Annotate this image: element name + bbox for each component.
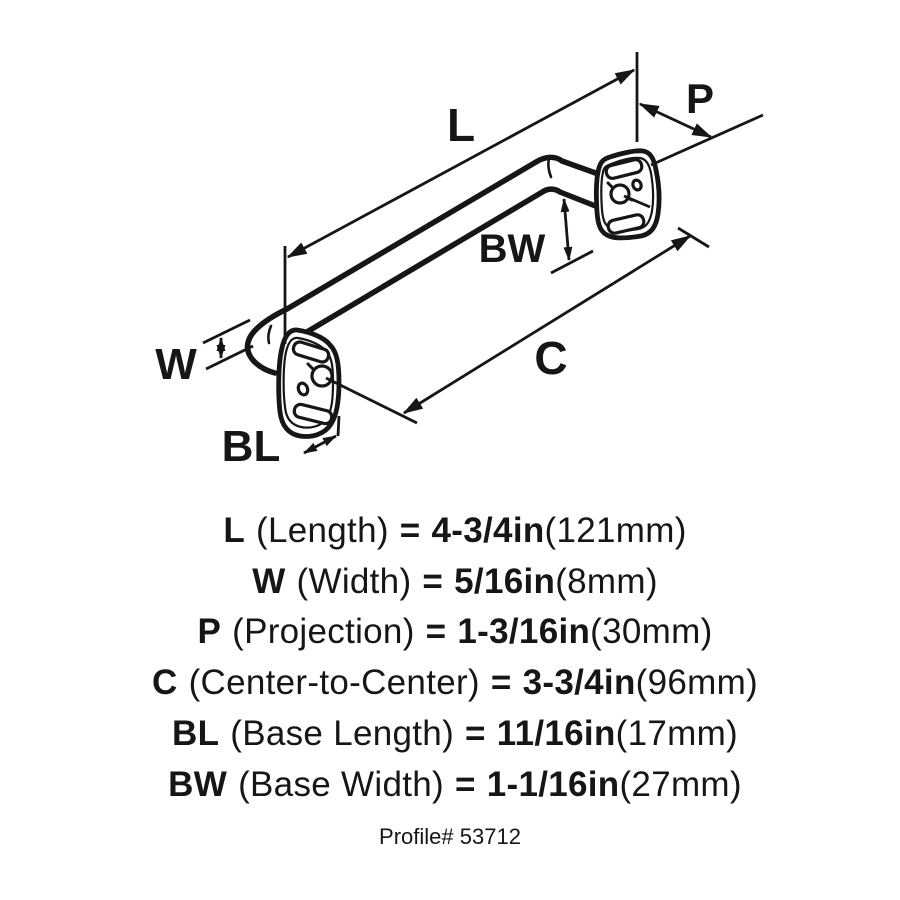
spec-value-imperial: 11/16in	[496, 713, 616, 753]
spec-value-metric: (121mm)	[544, 511, 687, 550]
spec-row-length: L (Length) = 4-3/4in(121mm)	[10, 506, 900, 557]
center-extension-line-right	[677, 226, 710, 249]
handle-left-bend-outer	[244, 306, 290, 376]
spec-name: (Center-to-Center)	[188, 663, 480, 703]
dimension-width: W	[155, 318, 254, 389]
dimension-length: L	[283, 52, 639, 344]
spec-row-width: W(Width)=5/16in(8mm)	[10, 557, 900, 608]
spec-name: (Base Width)	[238, 764, 444, 804]
spec-value-imperial: 1-1/16in	[486, 764, 620, 804]
spec-abbr: C	[152, 663, 178, 703]
spec-value-metric: (8mm)	[555, 561, 658, 601]
spec-name: (Length)	[256, 511, 389, 550]
spec-value-imperial: 1-3/16in	[457, 612, 591, 652]
width-extension-line-bottom	[205, 344, 254, 371]
spec-value-metric: (30mm)	[590, 612, 713, 652]
right-small-hole	[631, 178, 643, 192]
spec-value-imperial: 5/16in	[454, 561, 556, 601]
spec-abbr: BL	[172, 713, 220, 753]
left-screw-hole	[310, 364, 334, 388]
equals-sign: =	[425, 612, 447, 652]
center-dimension-line	[402, 234, 692, 415]
left-screw-notch	[306, 362, 315, 371]
base-length-dimension-line	[303, 434, 337, 455]
length-dimension-line	[286, 68, 636, 259]
equals-sign: =	[490, 663, 512, 703]
width-label: W	[155, 340, 197, 389]
spec-abbr: L	[223, 511, 246, 550]
left-screw-leader-line	[325, 376, 418, 425]
spec-value-imperial: 4-3/4in	[431, 511, 545, 550]
projection-label: P	[686, 75, 714, 122]
base-length-tick	[336, 415, 341, 437]
center-label: C	[534, 332, 567, 384]
spec-row-projection: P(Projection)=1-3/16in(30mm)	[10, 607, 900, 658]
dimension-center-to-center: C	[325, 194, 710, 425]
dimension-projection: P	[638, 75, 764, 167]
left-bend-crease	[267, 324, 273, 345]
length-label: L	[447, 99, 475, 151]
equals-sign: =	[454, 764, 476, 804]
spec-value-metric: (17mm)	[615, 713, 738, 753]
projection-dimension-line	[638, 102, 713, 139]
spec-row-base-length: BL(Base Length)=11/16in(17mm)	[10, 709, 900, 760]
spec-value-metric: (96mm)	[635, 663, 758, 703]
left-plate-bottom-slot	[292, 402, 334, 426]
dimension-base-width: BW	[479, 198, 594, 275]
equals-sign: =	[399, 511, 421, 550]
spec-abbr: W	[252, 561, 286, 601]
equals-sign: =	[422, 561, 444, 601]
right-screw-leader-dot	[626, 196, 634, 202]
spec-name: (Width)	[296, 561, 412, 601]
left-screw-leader-dot	[328, 378, 336, 384]
right-bend-crease	[547, 156, 553, 179]
dimension-base-length: BL	[222, 415, 341, 471]
left-plate-top-slot	[291, 340, 331, 364]
base-width-label: BW	[479, 227, 546, 271]
dimension-annotations: L P BW C	[155, 52, 764, 471]
left-small-hole	[296, 381, 310, 397]
width-extension-line-top	[202, 318, 251, 345]
base-length-label: BL	[222, 422, 281, 471]
spec-value-metric: (27mm)	[619, 764, 742, 804]
equals-sign: =	[465, 713, 486, 753]
base-width-extension-line	[550, 249, 594, 275]
profile-number: Profile# 53712	[379, 824, 521, 849]
right-base-plate	[594, 148, 662, 241]
spec-value-imperial: 3-3/4in	[522, 663, 636, 703]
left-base-plate	[276, 327, 342, 439]
spec-list: L(Length)=4-3/4in(121mm) W(Width)=5/16in…	[10, 506, 900, 810]
projection-extension-line	[650, 113, 764, 167]
spec-abbr: BW	[168, 764, 228, 804]
base-width-dimension-line	[560, 198, 573, 261]
spec-name: (Base Length)	[230, 713, 455, 753]
spec-row-center-to-center: C(Center-to-Center)=3-3/4in(96mm)	[10, 658, 900, 709]
spec-row-base-width: BW(Base Width)=1-1/16in(27mm)	[10, 760, 900, 811]
spec-abbr: P	[197, 612, 222, 652]
spec-name: (Projection)	[232, 612, 415, 652]
